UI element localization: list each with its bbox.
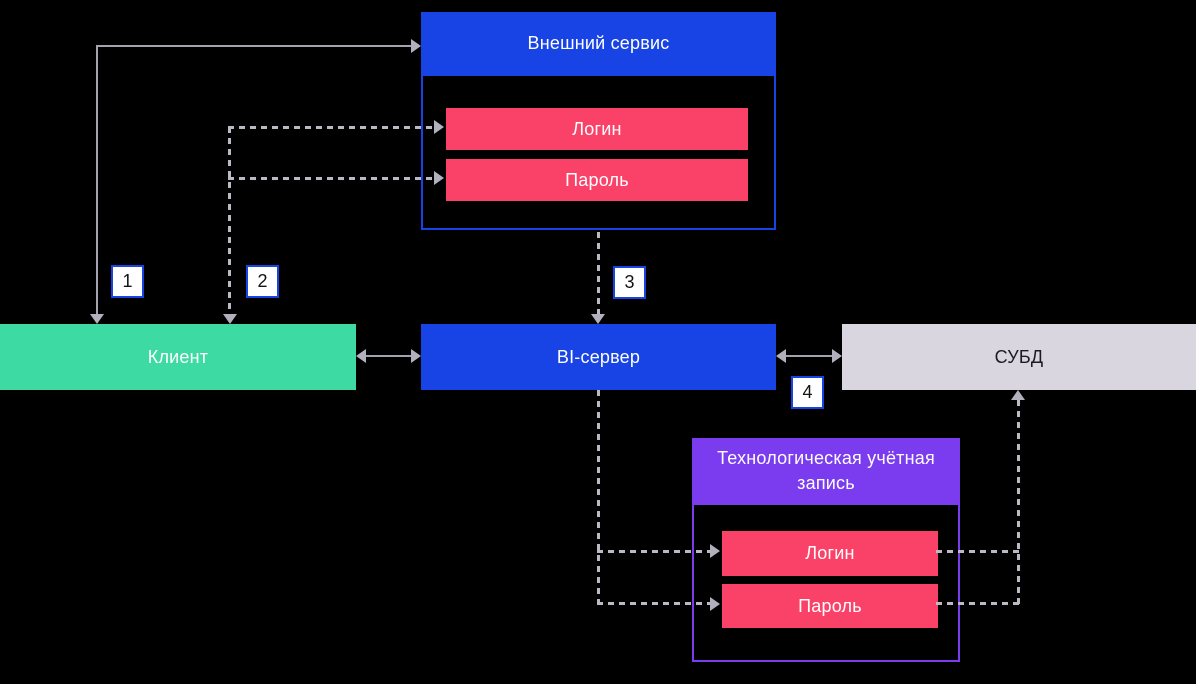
arrowhead-step2-into-login bbox=[434, 120, 444, 134]
step-4-label: 4 bbox=[802, 382, 813, 402]
dbms-box: СУБД bbox=[842, 324, 1196, 390]
external-login-label: Логин bbox=[572, 118, 622, 139]
arrowhead-into-tech-password bbox=[710, 597, 720, 611]
tech-account-title: Технологическая учётная запись bbox=[717, 448, 935, 493]
client-label: Клиент bbox=[147, 346, 209, 367]
line-bi-to-tech-password bbox=[597, 602, 710, 605]
bi-server-box: BI-сервер bbox=[421, 324, 776, 390]
line-step1-vertical bbox=[96, 46, 98, 316]
dbms-label: СУБД bbox=[994, 346, 1044, 367]
bi-server-label: BI-сервер bbox=[556, 346, 641, 367]
line-step1-horizontal bbox=[96, 45, 411, 47]
arrowhead-into-dbms-bottom bbox=[1011, 390, 1025, 400]
external-password-label: Пароль bbox=[565, 169, 629, 190]
step-1-label: 1 bbox=[122, 271, 133, 291]
client-box: Клиент bbox=[0, 324, 356, 390]
arrowhead-step1-into-client bbox=[90, 314, 104, 324]
step-badge-2: 2 bbox=[246, 265, 279, 298]
arrowhead-into-bi-right bbox=[776, 349, 786, 363]
line-bi-to-tech-login bbox=[597, 550, 710, 553]
external-login-field: Логин bbox=[446, 108, 748, 150]
external-service-body: Логин Пароль bbox=[421, 74, 776, 230]
arrowhead-step2-into-client bbox=[223, 314, 237, 324]
line-step2-to-login bbox=[228, 126, 434, 129]
line-tech-password-to-dbms bbox=[936, 602, 1020, 605]
arrowhead-into-tech-login bbox=[710, 544, 720, 558]
arrowhead-into-client-right bbox=[356, 349, 366, 363]
line-step2-to-password bbox=[228, 177, 434, 180]
arrowhead-into-bi-left bbox=[411, 349, 421, 363]
line-step3-vertical bbox=[597, 232, 600, 315]
step-badge-4: 4 bbox=[791, 376, 824, 409]
arrowhead-step1-into-external-service bbox=[411, 39, 421, 53]
step-3-label: 3 bbox=[624, 272, 635, 292]
line-bi-down-vertical bbox=[597, 390, 600, 605]
tech-password-label: Пароль bbox=[798, 595, 862, 616]
external-service-header: Внешний сервис bbox=[421, 12, 776, 74]
tech-login-field: Логин bbox=[722, 531, 938, 576]
tech-account-body: Логин Пароль bbox=[692, 503, 960, 662]
step-badge-1: 1 bbox=[111, 265, 144, 298]
line-tech-to-dbms-vertical bbox=[1017, 400, 1020, 605]
arrowhead-step3-into-bi-server bbox=[591, 314, 605, 324]
line-bi-dbms bbox=[786, 355, 832, 357]
tech-account-header: Технологическая учётная запись bbox=[692, 438, 960, 503]
step-2-label: 2 bbox=[257, 271, 268, 291]
tech-password-field: Пароль bbox=[722, 584, 938, 628]
arrowhead-step2-into-password bbox=[434, 171, 444, 185]
line-client-bi bbox=[366, 355, 411, 357]
external-service-title: Внешний сервис bbox=[527, 32, 670, 53]
tech-login-label: Логин bbox=[805, 543, 855, 563]
arrowhead-into-dbms-left bbox=[832, 349, 842, 363]
line-step2-vertical bbox=[228, 127, 231, 315]
step-badge-3: 3 bbox=[613, 266, 646, 299]
line-tech-login-to-dbms bbox=[936, 550, 1020, 553]
external-password-field: Пароль bbox=[446, 159, 748, 201]
